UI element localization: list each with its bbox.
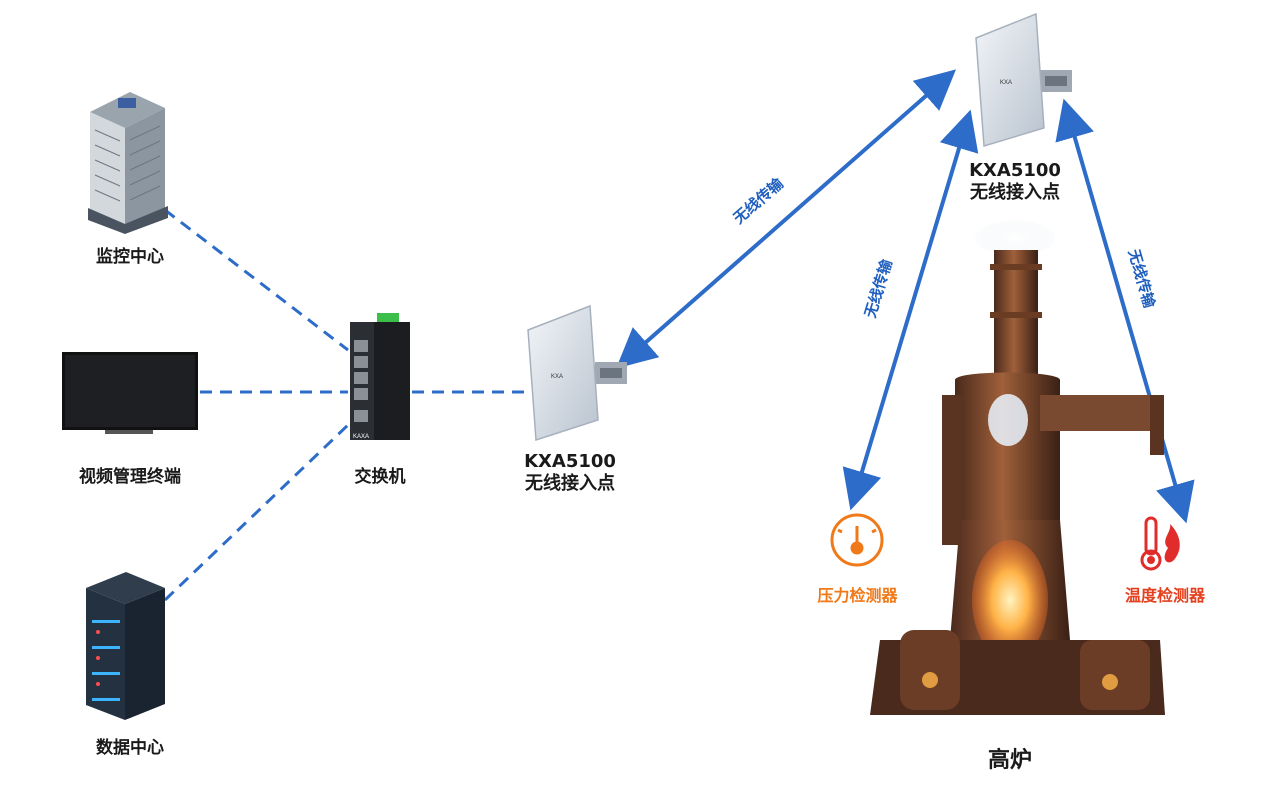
server-rack-icon — [86, 572, 165, 720]
access-point-icon-left: KXA — [527, 304, 627, 442]
ap-right-model: KXA5100 — [969, 160, 1061, 181]
access-point-icon-right: KXA — [975, 12, 1072, 147]
tv-monitor-icon — [62, 352, 198, 434]
ap-left-brand-text: KXA — [551, 374, 563, 380]
label-switch: 交换机 — [354, 467, 406, 487]
label-monitor-center: 监控中心 — [96, 247, 164, 267]
wired-links — [163, 208, 525, 602]
wireless-links — [615, 69, 1195, 524]
ap-right-name: 无线接入点 — [970, 182, 1060, 203]
link-data-switch — [163, 423, 350, 602]
label-blast-furnace: 高炉 — [987, 748, 1032, 773]
thermometer-icon — [1140, 516, 1180, 571]
pressure-gauge-icon — [830, 513, 884, 567]
ap-left-name: 无线接入点 — [525, 473, 615, 494]
label-data-center: 数据中心 — [96, 738, 164, 758]
label-ap-right: KXA5100 无线接入点 — [950, 160, 1080, 204]
label-temperature-detector: 温度检测器 — [1124, 586, 1205, 605]
blast-furnace-illustration — [870, 220, 1165, 715]
building-icon — [88, 92, 168, 234]
wireless-ap-pressure — [842, 109, 979, 511]
switch-brand-text: KAXA — [353, 434, 369, 440]
ap-right-brand-text: KXA — [1000, 80, 1012, 86]
ap-left-model: KXA5100 — [524, 451, 616, 472]
link-monitor-switch — [164, 208, 349, 352]
label-pressure-detector: 压力检测器 — [817, 586, 898, 605]
label-video-terminal: 视频管理终端 — [79, 467, 181, 487]
switch-icon: KAXA — [350, 313, 410, 440]
wireless-ap-temperature — [1055, 98, 1195, 524]
wireless-ap-ap — [615, 69, 957, 369]
label-ap-left: KXA5100 无线接入点 — [505, 451, 635, 495]
